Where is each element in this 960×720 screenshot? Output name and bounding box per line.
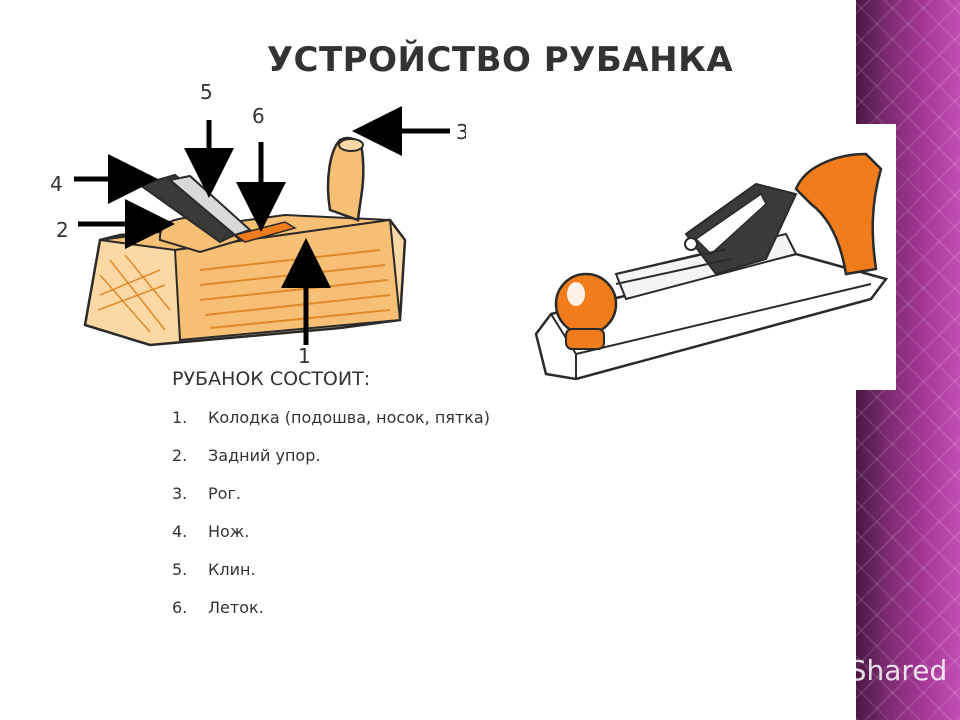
callout-3: 3 xyxy=(456,120,469,144)
list-item-text: Клин. xyxy=(208,560,256,579)
callout-2: 2 xyxy=(56,218,69,242)
callout-arrows xyxy=(74,106,450,345)
list-item: 4. Нож. xyxy=(172,522,490,560)
list-item-text: Рог. xyxy=(208,484,241,503)
list-item-text: Задний упор. xyxy=(208,446,321,465)
presentation-logo-icon xyxy=(767,657,801,685)
list-item: 6. Леток. xyxy=(172,598,490,636)
list-item-number: 3. xyxy=(172,484,188,503)
list-item-text: Леток. xyxy=(208,598,264,617)
slide-title: УСТРОЙСТВО РУБАНКА xyxy=(266,40,734,80)
list-item-number: 1. xyxy=(172,408,188,427)
callout-1: 1 xyxy=(298,344,311,368)
decorative-side-strip xyxy=(856,0,960,720)
list-item: 2. Задний упор. xyxy=(172,446,490,484)
list-item: 3. Рог. xyxy=(172,484,490,522)
list-item-number: 5. xyxy=(172,560,188,579)
list-item: 5. Клин. xyxy=(172,560,490,598)
metal-plane-illustration xyxy=(534,152,889,381)
list-item: 1. Колодка (подошва, носок, пятка) xyxy=(172,408,490,446)
watermark: MyShared xyxy=(766,654,947,687)
parts-list: 1. Колодка (подошва, носок, пятка) 2. За… xyxy=(172,408,490,636)
callout-6: 6 xyxy=(252,104,265,128)
metal-plane-panel xyxy=(466,124,896,390)
list-item-number: 2. xyxy=(172,446,188,465)
callout-5: 5 xyxy=(200,80,213,104)
callout-4: 4 xyxy=(50,172,63,196)
list-item-number: 4. xyxy=(172,522,188,541)
list-item-text: Колодка (подошва, носок, пятка) xyxy=(208,408,490,427)
list-header: РУБАНОК СОСТОИТ: xyxy=(172,368,371,390)
watermark-text: MyShared xyxy=(808,654,948,687)
list-item-number: 6. xyxy=(172,598,188,617)
list-item-text: Нож. xyxy=(208,522,250,541)
